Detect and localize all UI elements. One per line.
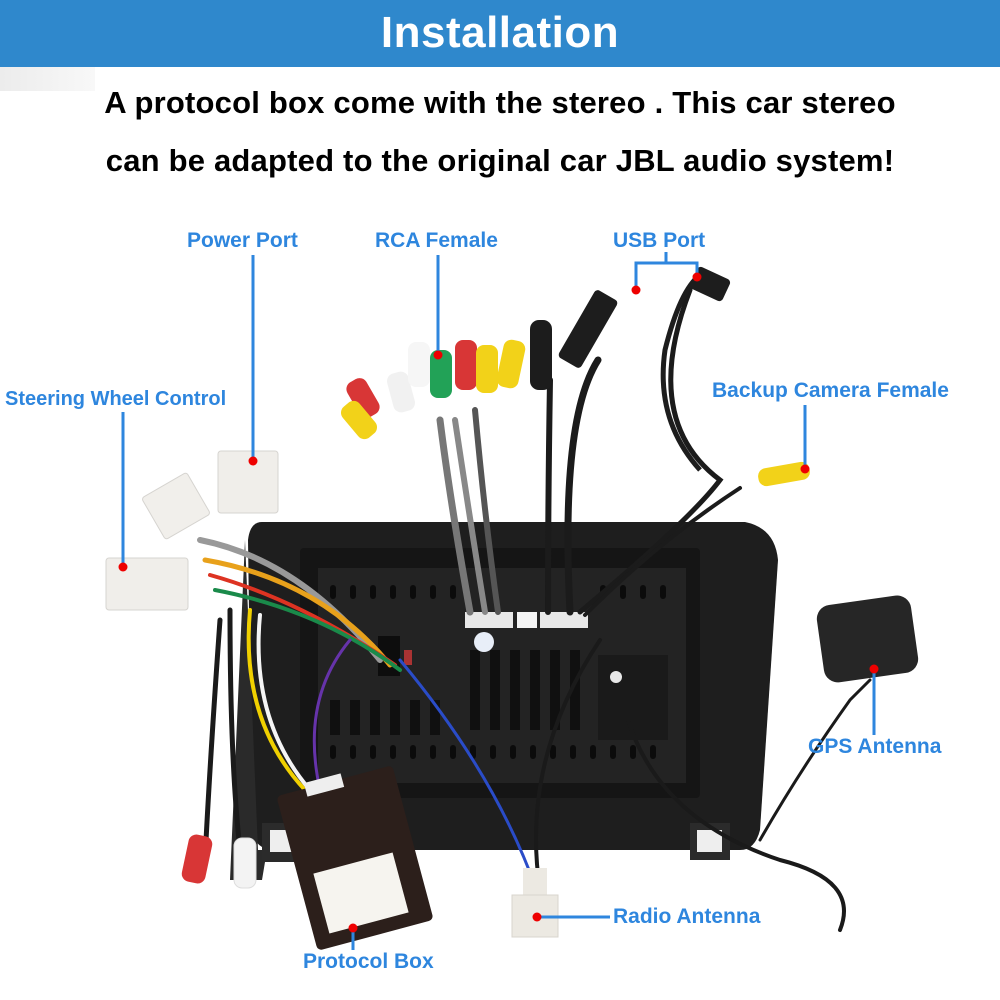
leader-lines: [121, 252, 876, 950]
leader-usb-port-bracket: [634, 261, 699, 290]
radio-antenna-plug: [511, 868, 559, 938]
marker-usb-port-1: [631, 285, 641, 295]
rca-connectors: [340, 320, 552, 440]
protocol-box-unit: [277, 766, 433, 950]
stereo-unit: [230, 522, 778, 880]
marker-protocol-box: [348, 923, 358, 933]
marker-power-port: [248, 456, 258, 466]
title-bar: Installation: [0, 0, 1000, 67]
background-fade: [0, 67, 95, 91]
label-usb-port: USB Port: [613, 229, 706, 252]
label-radio-antenna: Radio Antenna: [613, 905, 761, 928]
usb-connectors: [558, 266, 731, 472]
marker-rca-female: [433, 350, 443, 360]
red-rca-plug: [181, 834, 213, 884]
label-backup-camera-female: Backup Camera Female: [712, 379, 949, 402]
white-rca-plug: [233, 837, 257, 889]
marker-dots: [118, 272, 879, 933]
wire-harness: [197, 287, 872, 932]
marker-steering-wheel-control: [118, 562, 128, 572]
label-gps-antenna: GPS Antenna: [808, 735, 942, 758]
label-rca-female: RCA Female: [375, 229, 498, 252]
label-steering-wheel-control: Steering Wheel Control: [5, 388, 227, 410]
marker-gps-antenna: [869, 664, 879, 674]
description-line-2: can be adapted to the original car JBL a…: [105, 143, 895, 178]
label-power-port: Power Port: [187, 229, 298, 252]
marker-radio-antenna: [532, 912, 542, 922]
description-line-1: A protocol box come with the stereo . Th…: [104, 85, 896, 120]
marker-usb-port-2: [692, 272, 702, 282]
gps-antenna-unit: [816, 595, 919, 683]
label-protocol-box: Protocol Box: [303, 950, 434, 973]
backup-camera-connector: [758, 461, 810, 487]
page-title: Installation: [380, 8, 620, 57]
marker-backup-camera: [800, 464, 810, 474]
harness-connectors: [105, 450, 279, 611]
